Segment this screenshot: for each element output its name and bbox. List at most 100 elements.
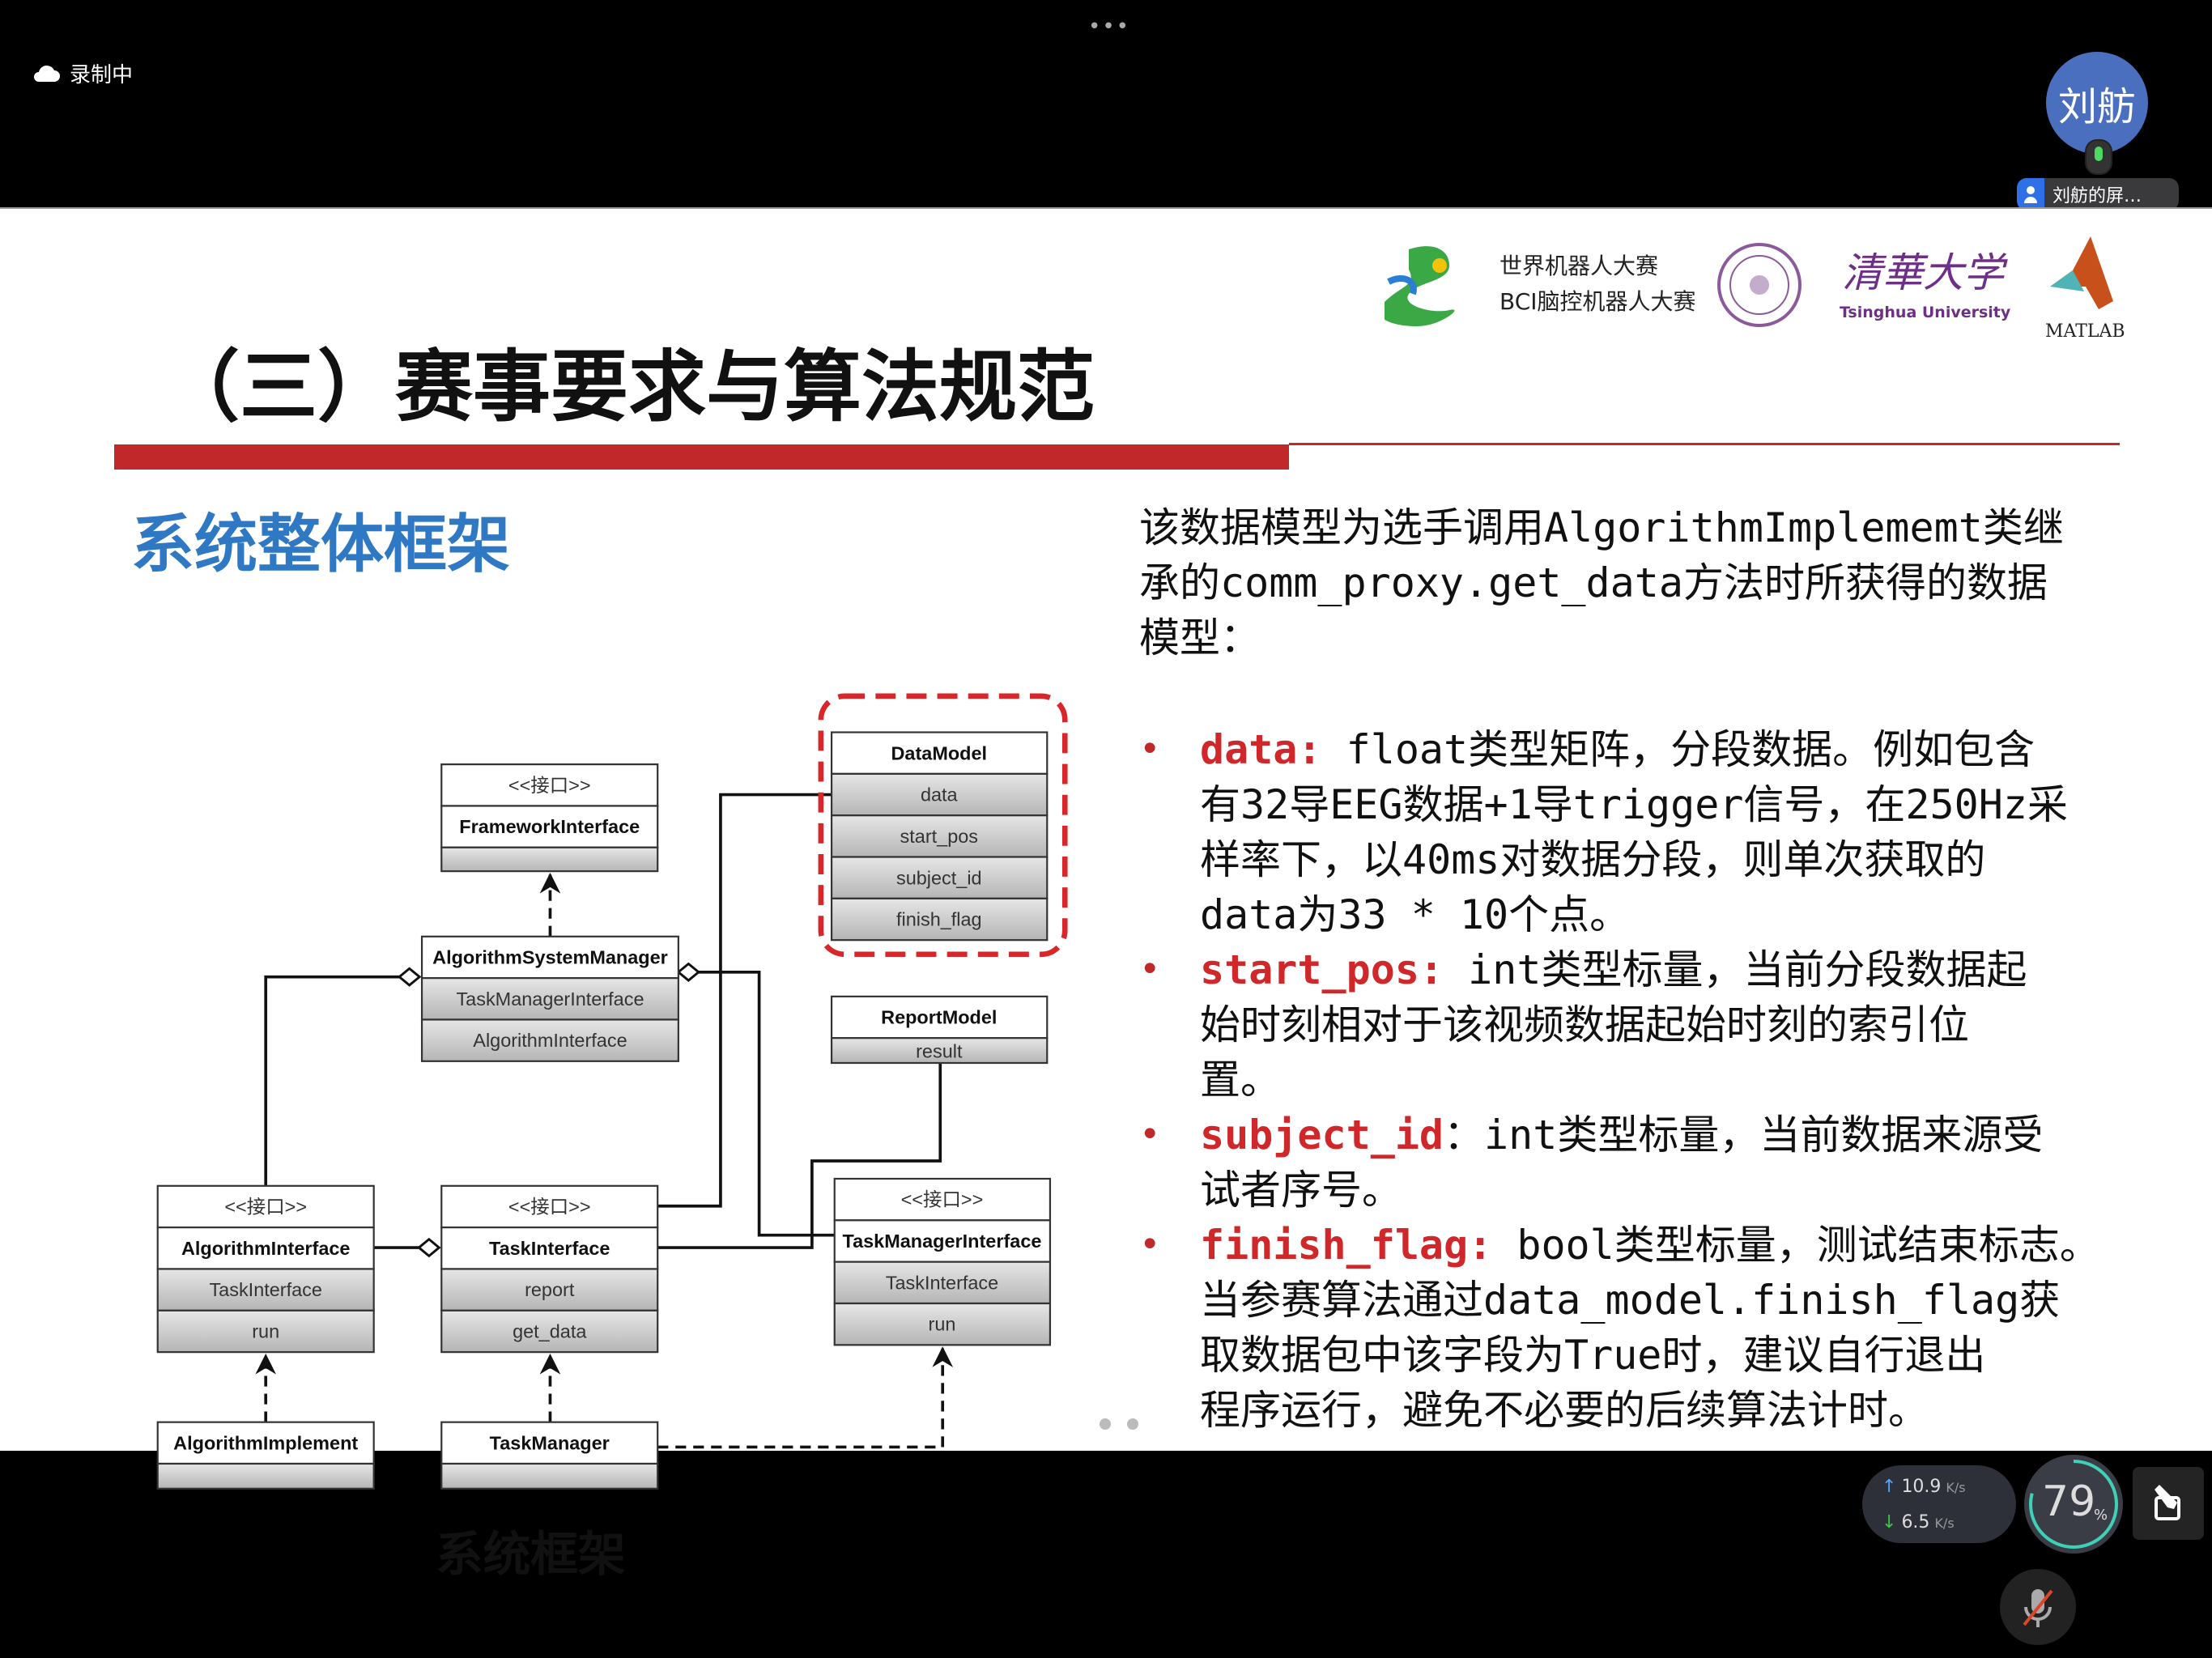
class-attribute: start_pos [900,826,978,847]
slide-title: （三）赛事要求与算法规范 [162,342,1095,432]
class-algorithm-implement: AlgorithmImplement [156,1421,375,1490]
datamodel-highlight [818,693,1068,958]
class-attribute: report [525,1279,575,1300]
field-desc: float类型矩阵，分段数据。例如包含 [1321,726,2035,773]
class-name: AlgorithmSystemManager [432,947,668,968]
system-framework-diagram: <<接口>> FrameworkInterface AlgorithmSyste… [156,693,1068,1581]
association-ti-datamodel [657,793,832,1208]
aggregation-diamond [397,967,422,987]
bullet-data: • data: float类型矩阵，分段数据。例如包含 有32导EEG数据+1导… [1139,722,2192,942]
bullet-start-pos: • start_pos: int类型标量，当前分段数据起 始时刻相对于该视频数据… [1139,942,2192,1107]
page-dot[interactable] [1127,1418,1138,1430]
aggregation-diamond [676,962,701,982]
field-name: subject_id [1200,1112,1444,1158]
field-desc: int类型标量，当前分段数据起 [1444,946,2027,993]
university-seal-icon [1717,243,1802,327]
intro-line: 模型： [1139,614,1261,661]
recording-label: 录制中 [70,63,134,87]
class-attribute: subject_id [896,867,982,888]
class-data-model: DataModel data start_pos subject_id fini… [830,731,1049,942]
class-attribute: AlgorithmInterface [473,1030,627,1051]
bullet-subject-id: • subject_id：int类型标量，当前数据来源受 试者序号。 [1139,1107,2192,1218]
data-model-description: 该数据模型为选手调用AlgorithmImplememt类继 承的comm_pr… [1139,500,2192,1438]
download-unit: K/s [1934,1516,1955,1531]
cloud-icon [34,65,60,82]
field-desc: bool类型标量，测试结束标志。 [1492,1222,2100,1269]
stereotype-label: <<接口>> [508,1197,591,1218]
stereotype-label: <<接口>> [901,1189,984,1210]
class-attribute: run [929,1314,956,1335]
matlab-label: MATLAB [2045,321,2125,338]
share-label: 刘舫的屏… [2052,186,2142,206]
realization-arrow-tm-tmi [657,1346,954,1449]
class-task-manager: TaskManager [440,1421,659,1490]
mute-microphone-button[interactable] [2000,1569,2076,1645]
download-speed: 6.5 [1901,1512,1930,1533]
association-asm-tmi [698,970,835,1237]
field-desc: ：int类型标量，当前数据来源受 [1444,1112,2044,1158]
bullet-marker: • [1139,1114,1161,1155]
class-name: TaskManagerInterface [842,1231,1041,1252]
class-algorithm-system-manager: AlgorithmSystemManager TaskManagerInterf… [420,935,679,1062]
field-name: start_pos: [1200,946,1444,993]
tsinghua-logo-en: Tsinghua University [1840,304,2011,321]
class-name: ReportModel [881,1007,997,1028]
mic-active-icon [2085,139,2112,175]
sponsor-logos: 世界机器人大赛 BCI脑控机器人大赛 清華大学 Tsinghua Univers… [1385,236,2125,338]
gauge-ring [2029,1460,2118,1549]
cpu-gauge[interactable]: 79 % [2024,1455,2123,1554]
field-desc-line: 置。 [1200,1056,1281,1103]
class-attribute: get_data [513,1321,587,1342]
field-desc-line: 程序运行，避免不必要的后续算法计时。 [1200,1387,1929,1434]
bci-title: BCI脑控机器人大赛 [1499,288,1696,315]
annotate-button[interactable] [2133,1467,2204,1540]
section-heading: 系统整体框架 [131,508,511,581]
class-name: AlgorithmImplement [173,1432,358,1453]
field-desc-line: 样率下，以40ms对数据分段，则单次获取的 [1200,836,1986,883]
class-name: FrameworkInterface [459,816,640,837]
page-dot[interactable] [1100,1418,1111,1430]
field-name: data: [1200,726,1322,773]
class-attribute: run [252,1321,279,1342]
person-icon [2017,178,2044,210]
upload-speed: 10.9 [1901,1477,1942,1497]
class-attribute: TaskManagerInterface [456,988,644,1010]
recording-indicator[interactable]: 录制中 [32,58,133,88]
upload-unit: K/s [1946,1480,1966,1495]
stereotype-label: <<接口>> [508,775,591,796]
stereotype-label: <<接口>> [224,1197,307,1218]
class-name: TaskInterface [489,1238,610,1259]
diagram-caption: 系统框架 [436,1528,626,1581]
screen-share-name-tag[interactable]: 刘舫的屏… [2017,178,2179,210]
field-desc-line: 试者序号。 [1200,1167,1402,1214]
upload-arrow-icon: ↑ [1882,1477,1897,1497]
class-framework-interface: <<接口>> FrameworkInterface [440,763,659,873]
field-desc-line: 有32导EEG数据+1导trigger信号，在250Hz采 [1200,781,2068,828]
class-attribute: data [921,784,959,806]
aggregation-diamond [417,1237,441,1258]
intro-line: 该数据模型为选手调用AlgorithmImplememt类继 [1139,504,2064,551]
field-desc-line: 取数据包中该字段为True时，建议自行退出 [1200,1332,1986,1379]
pencil-icon [2155,1485,2180,1520]
cpu-value: 79 [2042,1477,2096,1526]
field-desc-line: 始时刻相对于该视频数据起始时刻的索引位 [1200,1001,1969,1048]
page-indicator[interactable] [1100,1418,1138,1430]
title-underline-bar [114,444,1289,470]
field-desc-line: 当参赛算法通过data_model.finish_flag获 [1200,1277,2061,1324]
class-task-interface: <<接口>> TaskInterface report get_data [440,1184,659,1354]
class-algorithm-interface: <<接口>> AlgorithmInterface TaskInterface … [156,1184,375,1354]
class-attribute: finish_flag [896,909,982,930]
class-attribute: result [916,1040,963,1061]
wrc-title: 世界机器人大赛 [1499,253,1658,279]
bullet-marker: • [1139,729,1161,770]
association-ti-reportmodel [657,1063,942,1249]
field-desc-line: data为33 * 10个点。 [1200,891,1631,938]
more-options-dots[interactable]: ••• [1088,15,1131,39]
bullet-marker: • [1139,949,1161,990]
class-name: AlgorithmInterface [181,1238,351,1259]
field-name: finish_flag: [1200,1222,1493,1269]
avatar[interactable]: 刘舫 [2046,52,2148,154]
association-asm-algointerface [264,975,402,1186]
cpu-unit: % [2094,1507,2108,1524]
